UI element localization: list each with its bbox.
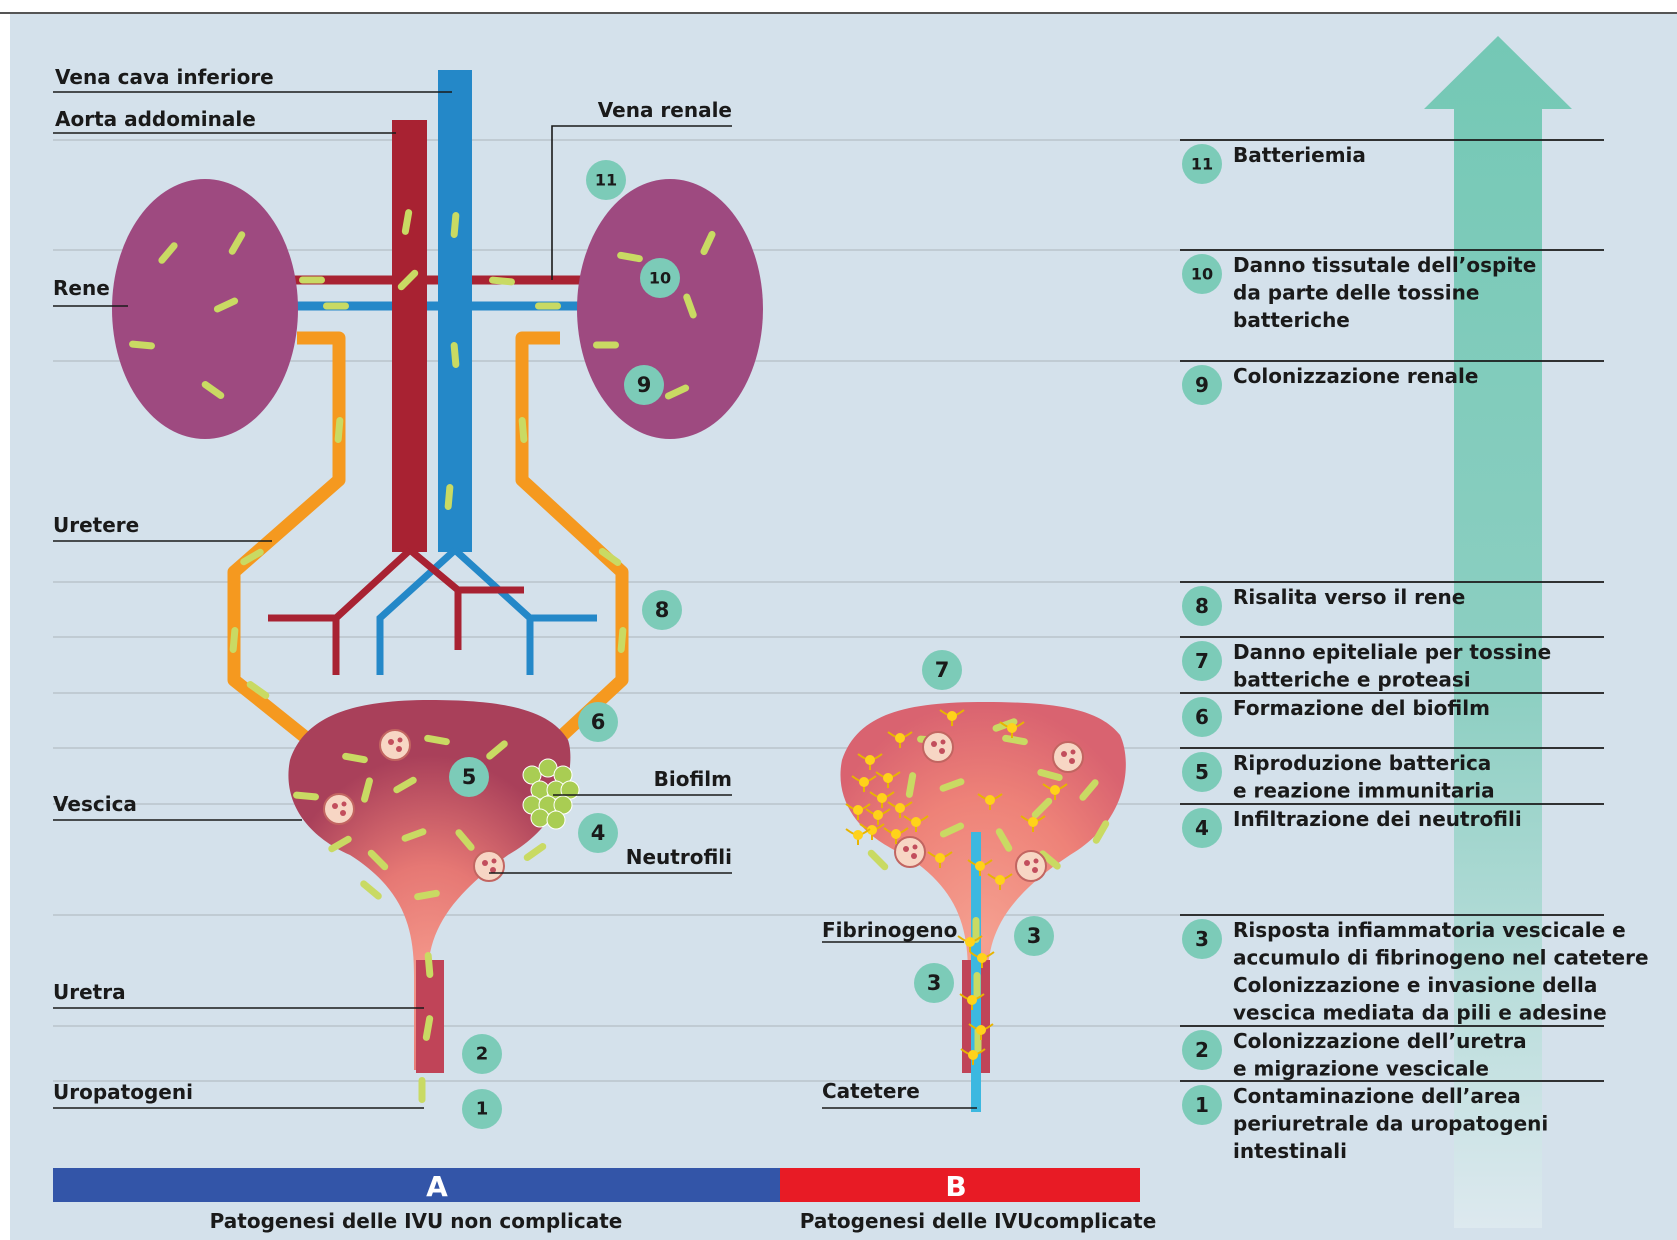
step-number: 2 [1195,1038,1209,1062]
svg-text:8: 8 [655,598,670,622]
badge-8: 8 [642,590,682,630]
label-neutrofili: Neutrofili [626,845,732,869]
label-rene: Rene [53,276,110,300]
letter-b: B [945,1170,966,1203]
left-kidney [112,179,298,439]
step-text: periuretrale da uropatogeni [1233,1112,1548,1136]
badge-7: 7 [922,650,962,690]
step-number: 1 [1195,1093,1209,1117]
step-text: accumulo di fibrinogeno nel catetere [1233,946,1649,970]
badge-9: 9 [624,365,664,405]
step-text: e migrazione vescicale [1233,1057,1489,1081]
svg-text:4: 4 [591,821,606,845]
step-text: Infiltrazione dei neutrofili [1233,807,1522,831]
svg-text:9: 9 [637,373,652,397]
label-vena-cava: Vena cava inferiore [55,65,274,89]
step-text: Colonizzazione e invasione della [1233,973,1597,997]
step-text: Danno tissutale dell’ospite [1233,253,1536,277]
letter-a: A [426,1170,448,1203]
label-catetere: Catetere [822,1079,920,1103]
label-uretere: Uretere [53,513,139,537]
label-biofilm: Biofilm [654,767,732,791]
step-text: batteriche [1233,308,1350,332]
svg-text:1: 1 [476,1099,489,1120]
step-text: Danno epiteliale per tossine [1233,640,1551,664]
step-number: 5 [1195,760,1209,784]
svg-text:10: 10 [649,269,671,288]
caption-a: Patogenesi delle IVU non complicate [210,1209,623,1233]
badge-3-left: 3 [914,963,954,1003]
label-vescica: Vescica [53,792,137,816]
step-text: vescica mediata da pili e adesine [1233,1001,1607,1025]
step-text: Colonizzazione dell’uretra [1233,1029,1527,1053]
step-number: 7 [1195,649,1209,673]
step-number: 9 [1195,373,1209,397]
badge-11: 11 [586,160,626,200]
badge-10: 10 [640,258,680,298]
label-uropatogeni: Uropatogeni [53,1080,193,1104]
badge-2: 2 [462,1034,502,1074]
right-kidney [577,179,763,439]
step-text: Colonizzazione renale [1233,364,1478,388]
step-number: 10 [1191,265,1213,284]
label-aorta: Aorta addominale [55,107,256,131]
svg-text:5: 5 [462,765,477,789]
badge-4: 4 [578,813,618,853]
step-text: Formazione del biofilm [1233,696,1490,720]
badge-6: 6 [578,702,618,742]
step-text: Riproduzione batterica [1233,751,1491,775]
label-uretra: Uretra [53,980,126,1004]
badge-3-right: 3 [1014,916,1054,956]
svg-text:3: 3 [927,971,942,995]
step-text: Contaminazione dell’area [1233,1084,1521,1108]
step-number: 4 [1195,816,1209,840]
step-text: Risposta infiammatoria vescicale e [1233,918,1626,942]
step-number: 6 [1195,705,1209,729]
svg-text:3: 3 [1027,924,1042,948]
label-fibrinogeno: Fibrinogeno [822,918,957,942]
badge-1: 1 [462,1089,502,1129]
label-vena-renale: Vena renale [598,98,732,122]
caption-b: Patogenesi delle IVUcomplicate [800,1209,1157,1233]
step-text: Risalita verso il rene [1233,585,1465,609]
step-number: 11 [1191,155,1213,174]
step-text: da parte delle tossine [1233,281,1479,305]
badge-5: 5 [449,757,489,797]
footer: A B Patogenesi delle IVU non complicate … [53,1168,1156,1233]
step-text: Batteriemia [1233,143,1366,167]
svg-text:7: 7 [935,658,950,682]
step-text: intestinali [1233,1139,1347,1163]
step-text: e reazione immunitaria [1233,779,1495,803]
svg-text:2: 2 [476,1044,489,1065]
step-number: 8 [1195,594,1209,618]
svg-text:11: 11 [595,171,617,190]
bar-a [53,1168,780,1202]
step-text: batteriche e proteasi [1233,668,1471,692]
step-number: 3 [1195,927,1209,951]
svg-text:6: 6 [591,710,606,734]
